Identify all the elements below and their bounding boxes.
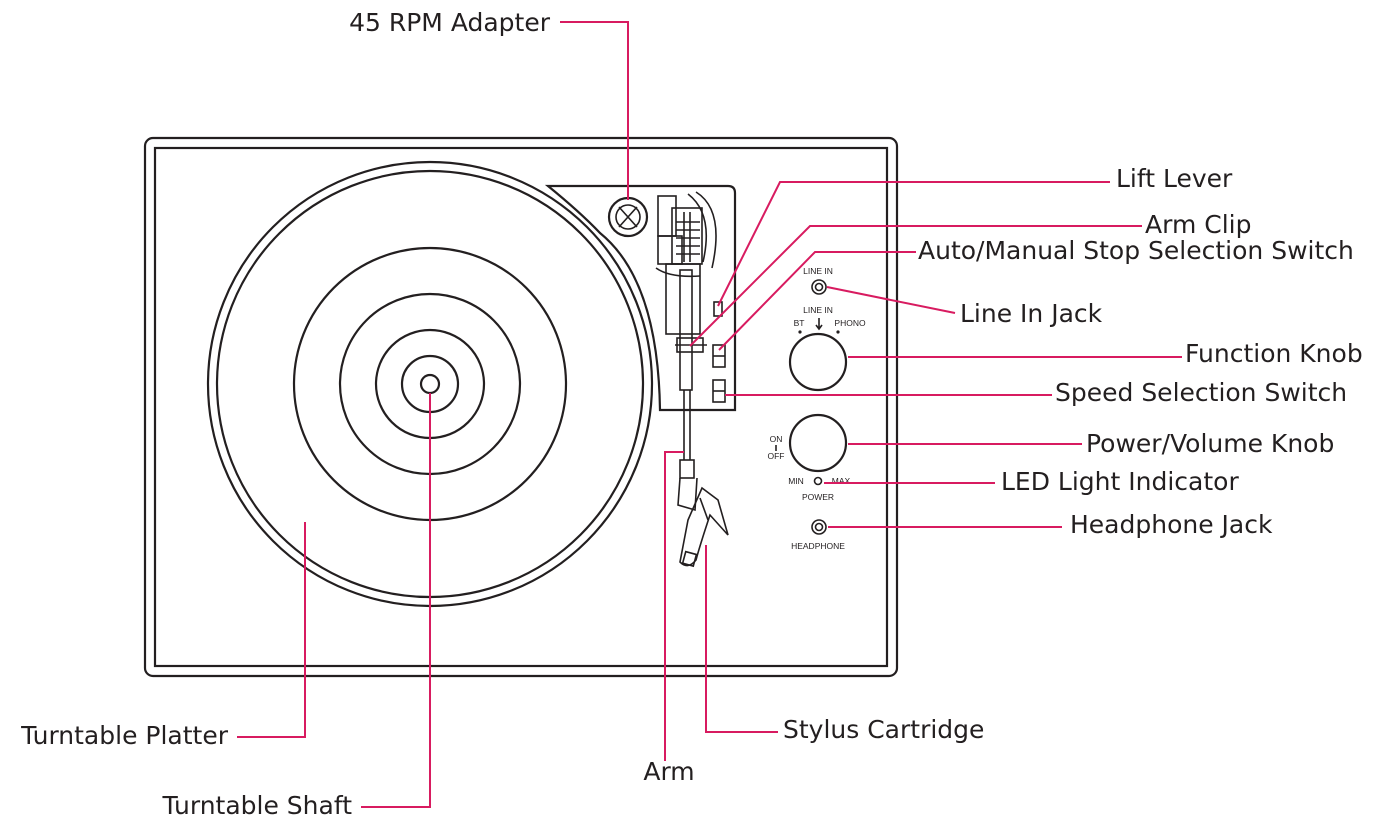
tonearm [665, 263, 707, 512]
leader-platter [237, 522, 306, 738]
function-bt-label: BT [794, 318, 805, 328]
turntable-shaft [419, 373, 441, 395]
leader-line-in-jack [826, 286, 956, 314]
rpm-adapter [607, 196, 649, 238]
label-rpm-adapter: 45 RPM Adapter [349, 8, 551, 37]
headphone-jack-label: HEADPHONE [791, 541, 845, 551]
cabinet-inner [153, 146, 889, 668]
label-line-in-jack: Line In Jack [960, 299, 1103, 328]
cabinet-outer [143, 136, 899, 678]
label-arm: Arm [643, 757, 694, 786]
function-phono-dot [836, 330, 840, 334]
function-knob [788, 332, 848, 392]
led-light-indicator [813, 476, 823, 486]
label-led: LED Light Indicator [1001, 467, 1239, 496]
power-off-label: OFF [768, 451, 785, 461]
line-in-jack [811, 279, 827, 295]
leader-rpm-adapter [560, 21, 629, 200]
function-line-in-label: LINE IN [803, 305, 833, 315]
leader-lines [237, 21, 1182, 808]
power-on-label: ON [770, 434, 783, 444]
speed-selection-switch [712, 379, 726, 403]
label-headphone-jack: Headphone Jack [1070, 510, 1273, 539]
function-phono-label: PHONO [834, 318, 866, 328]
label-lift-lever: Lift Lever [1116, 164, 1233, 193]
line-in-jack-label: LINE IN [803, 266, 833, 276]
label-platter: Turntable Platter [20, 721, 229, 750]
leader-arm [664, 451, 684, 761]
function-pointer-icon [815, 318, 823, 331]
function-bt-dot [798, 330, 802, 334]
label-speed-switch: Speed Selection Switch [1055, 378, 1347, 407]
auto-manual-stop-switch [712, 344, 726, 368]
leader-stylus [705, 545, 778, 733]
label-auto-manual: Auto/Manual Stop Selection Switch [918, 236, 1354, 265]
label-stylus: Stylus Cartridge [783, 715, 984, 744]
lift-lever [713, 301, 723, 317]
label-function-knob: Function Knob [1185, 339, 1363, 368]
leader-auto-manual [718, 251, 916, 351]
tonearm-base-plate [544, 184, 737, 412]
label-arm-clip: Arm Clip [1145, 210, 1251, 239]
leader-arm-clip [689, 225, 1142, 347]
label-power-volume: Power/Volume Knob [1086, 429, 1334, 458]
power-label: POWER [802, 492, 834, 502]
volume-min-label: MIN [788, 476, 804, 486]
leader-shaft [361, 393, 431, 808]
volume-max-label: MAX [832, 476, 851, 486]
headphone-jack [811, 519, 827, 535]
power-volume-knob [788, 413, 848, 473]
leader-lift-lever [717, 181, 1110, 307]
stylus-cartridge [679, 486, 729, 568]
label-shaft: Turntable Shaft [162, 791, 353, 820]
